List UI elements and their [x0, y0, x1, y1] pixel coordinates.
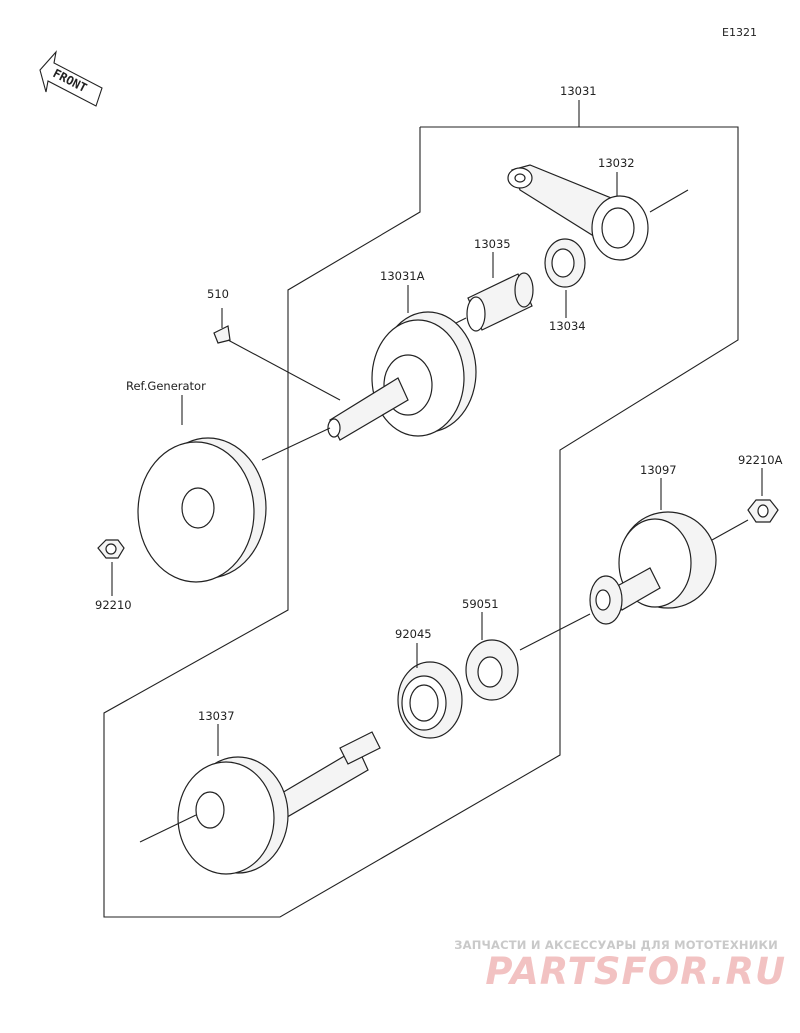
crank-half-13037	[139, 731, 381, 875]
watermark-subtitle: ЗАПЧАСТИ И АКСЕССУАРЫ ДЛЯ МОТОТЕХНИКИ	[454, 938, 778, 952]
label-92210A: 92210A	[738, 453, 783, 467]
label-ref-generator: Ref.Generator	[126, 379, 206, 393]
label-13031: 13031	[560, 84, 597, 98]
gear-59051	[465, 639, 519, 701]
label-92045: 92045	[395, 627, 432, 641]
label-92210: 92210	[95, 598, 132, 612]
gear-assembly-13097	[519, 511, 749, 651]
diagram-code: E1321	[722, 26, 757, 39]
needle-bearing-13034	[544, 238, 586, 288]
label-13034: 13034	[549, 319, 586, 333]
label-13035: 13035	[474, 237, 511, 251]
label-13037: 13037	[198, 709, 235, 723]
nut-92210A	[747, 499, 779, 523]
ball-bearing-92045	[397, 661, 463, 739]
crankpin-13035	[441, 272, 534, 332]
label-510: 510	[207, 287, 229, 301]
nut-92210	[97, 539, 125, 559]
front-arrow-icon: FRONT	[39, 50, 103, 107]
label-13031A: 13031A	[380, 269, 425, 283]
watermark-brand: PARTSFOR.RU	[485, 950, 786, 993]
crank-half-13031A	[327, 311, 477, 441]
woodruff-key-510	[213, 325, 231, 344]
label-13097: 13097	[640, 463, 677, 477]
label-13032: 13032	[598, 156, 635, 170]
assembly-outline	[103, 126, 739, 918]
connecting-rod-13032	[507, 164, 689, 261]
label-59051: 59051	[462, 597, 499, 611]
generator-rotor	[137, 427, 331, 583]
front-label: FRONT	[51, 66, 90, 95]
